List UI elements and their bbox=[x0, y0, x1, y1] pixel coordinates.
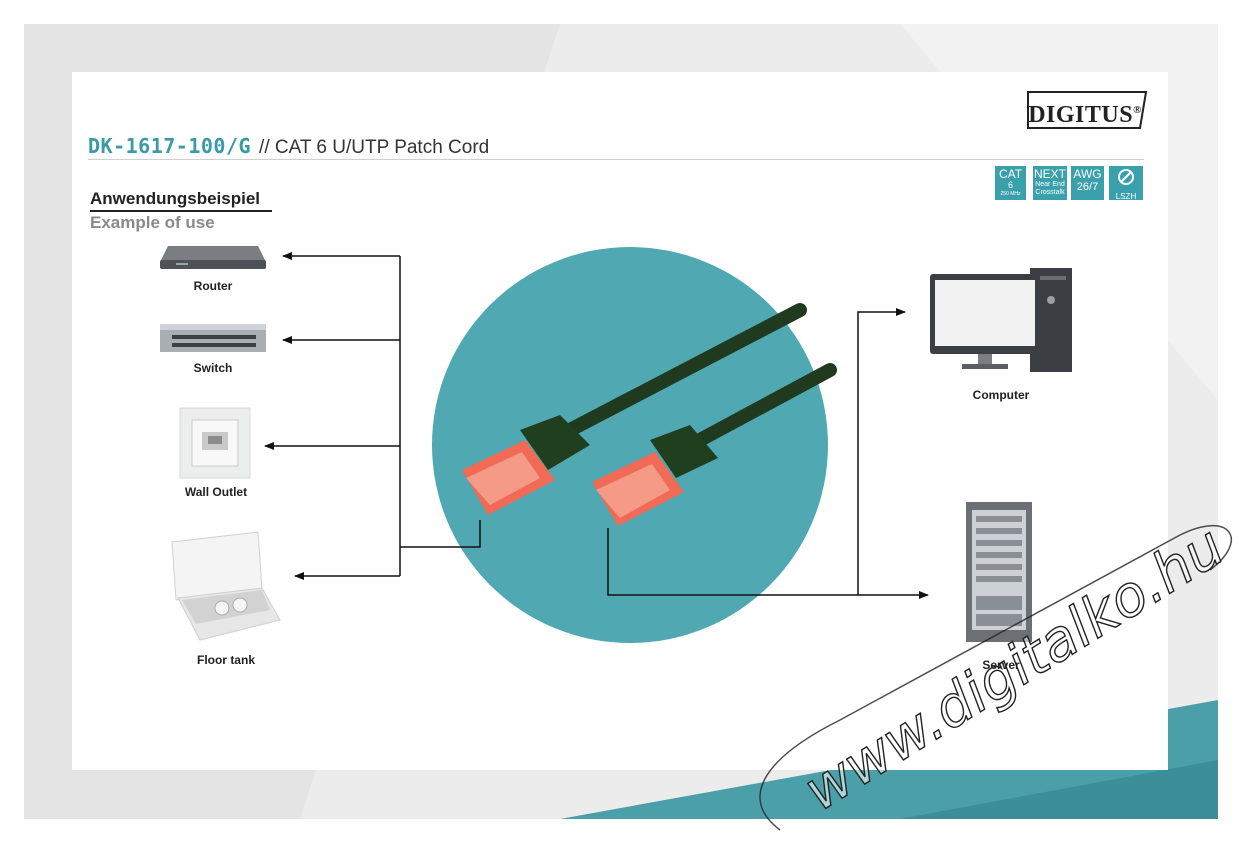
heading-underline bbox=[90, 210, 272, 212]
heading-english: Example of use bbox=[90, 213, 215, 232]
cat6-badge: CAT 6 250 MHz bbox=[995, 166, 1026, 200]
switch-label: Switch bbox=[193, 361, 233, 375]
switch-icon bbox=[160, 324, 266, 352]
heading-german: Anwendungsbeispiel bbox=[90, 189, 261, 208]
logo-wordmark: DIGITUS® bbox=[1028, 102, 1142, 128]
watermark-swoosh bbox=[759, 524, 1232, 831]
no-halogen-icon bbox=[1118, 169, 1134, 185]
product-code: DK-1617-100/G bbox=[88, 134, 252, 158]
page-title: DK-1617-100/G // CAT 6 U/UTP Patch Cord bbox=[88, 134, 489, 159]
router-label: Router bbox=[193, 279, 233, 293]
patch-cable bbox=[563, 303, 837, 447]
digitus-logo bbox=[1027, 91, 1148, 129]
rj45-plugs bbox=[462, 440, 684, 526]
cable-boots bbox=[520, 415, 718, 478]
computer-icon bbox=[930, 268, 1072, 372]
awg-badge: AWG 26/7 bbox=[1071, 166, 1104, 200]
floor-tank-icon bbox=[171, 531, 281, 641]
lszh-badge: LSZH bbox=[1109, 166, 1143, 201]
router-icon bbox=[160, 246, 266, 269]
floor-tank-label: Floor tank bbox=[196, 653, 255, 667]
wall-outlet-icon bbox=[179, 407, 251, 479]
title-separator: // bbox=[259, 137, 270, 158]
computer-label: Computer bbox=[972, 388, 1030, 402]
cable-circle bbox=[432, 247, 828, 643]
wall-outlet-label: Wall Outlet bbox=[184, 485, 248, 499]
server-icon bbox=[966, 502, 1032, 642]
left-connectors bbox=[264, 252, 481, 580]
next-badge: NEXT Near End Crosstalk bbox=[1033, 166, 1067, 200]
title-divider bbox=[88, 159, 1144, 160]
right-connectors bbox=[607, 308, 929, 599]
product-description: CAT 6 U/UTP Patch Cord bbox=[274, 137, 490, 158]
server-label: Server bbox=[982, 658, 1020, 672]
